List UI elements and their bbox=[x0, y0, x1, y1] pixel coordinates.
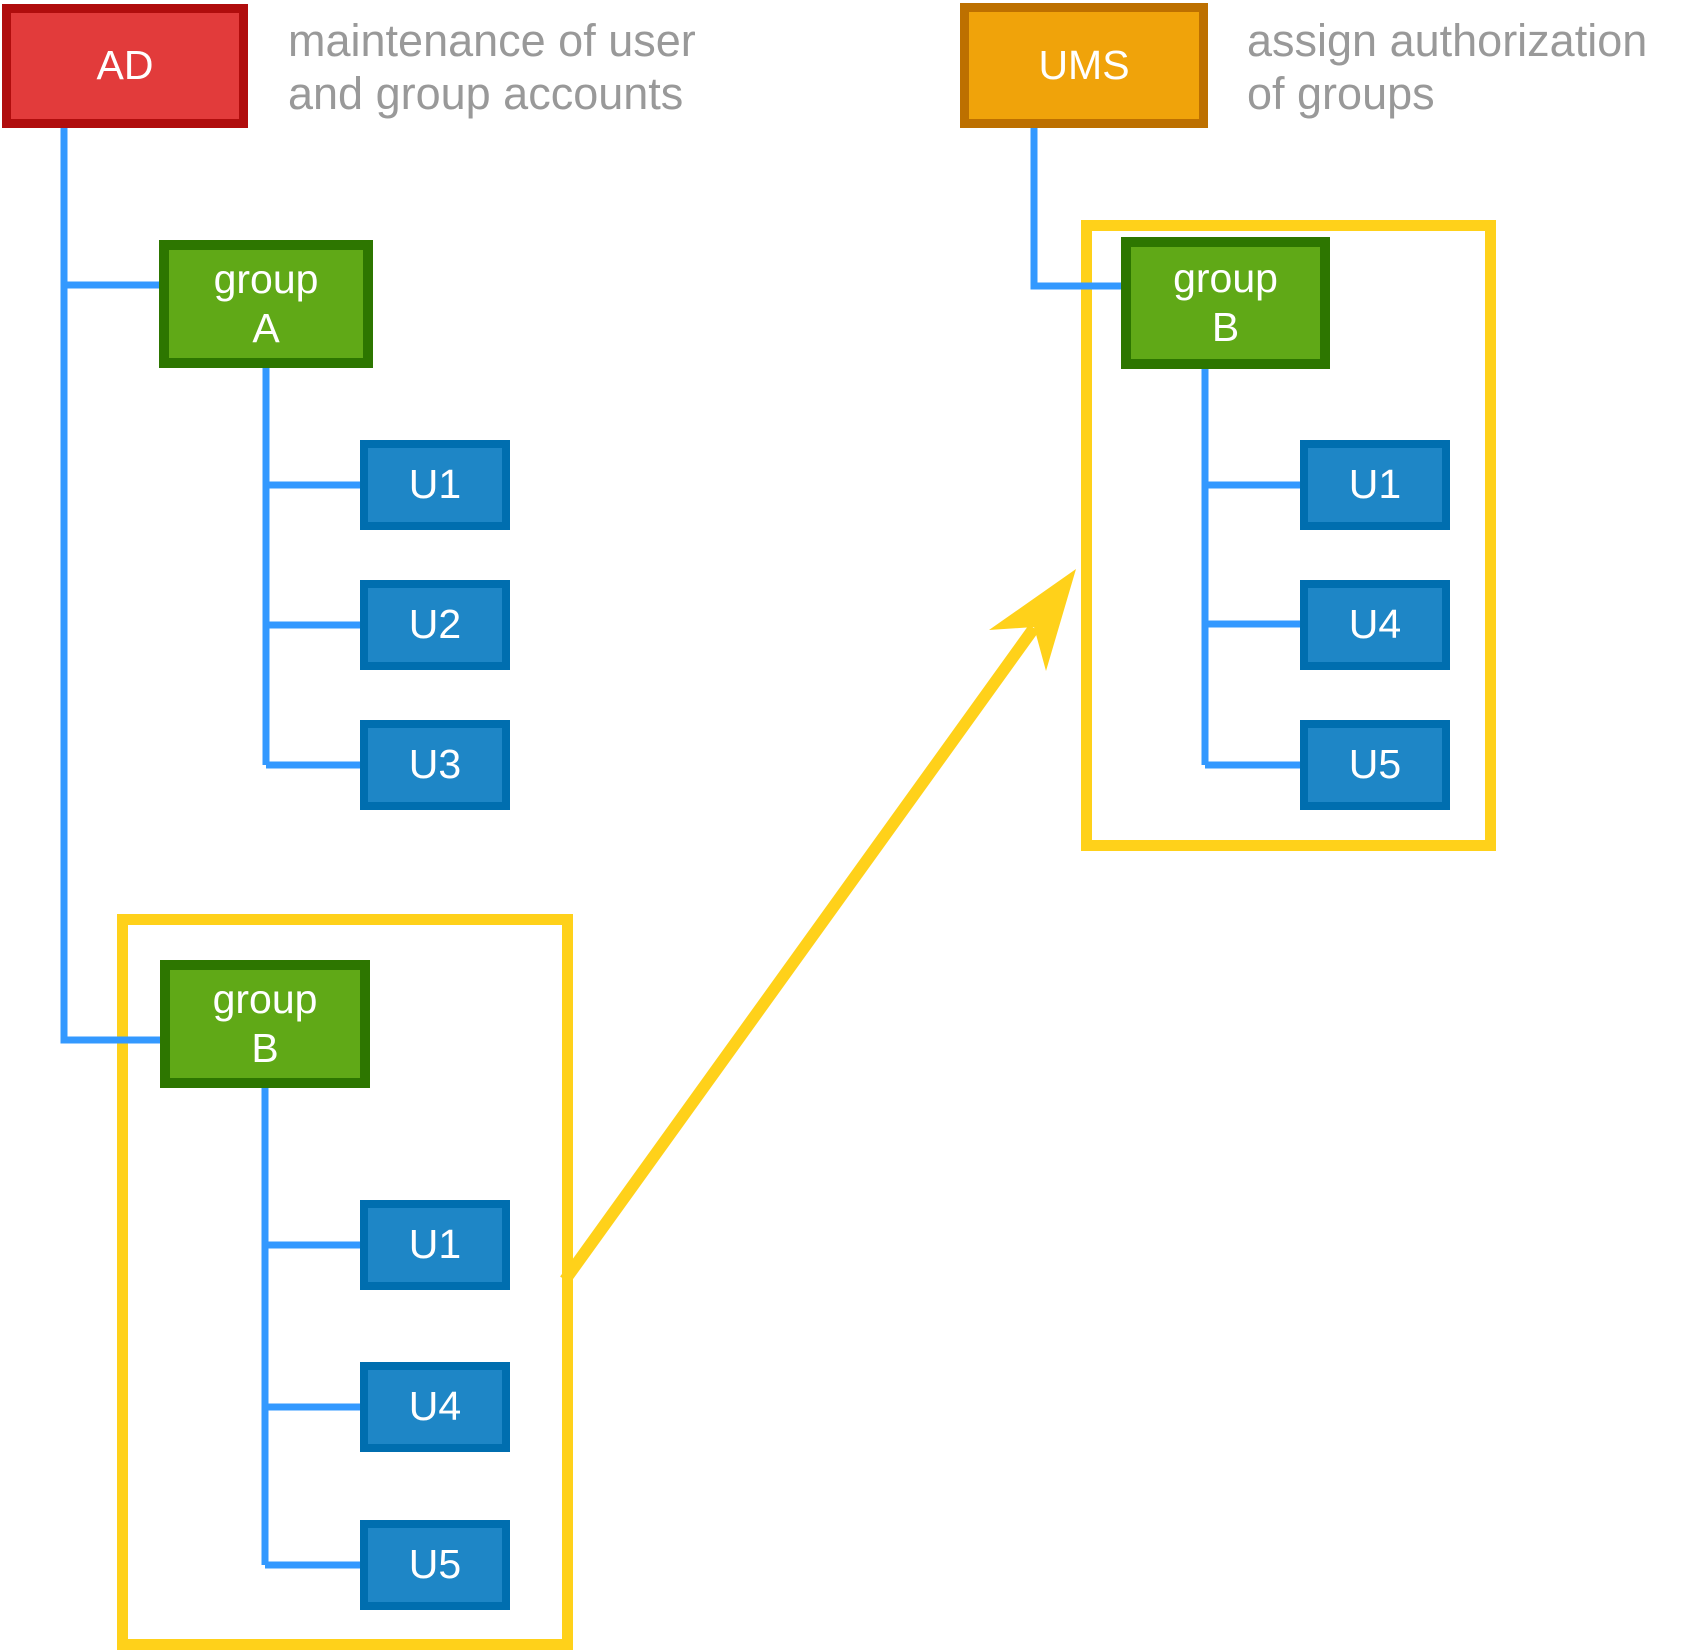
user-label: U4 bbox=[408, 1383, 462, 1430]
user-label: U1 bbox=[1348, 461, 1402, 508]
user-label: U4 bbox=[1348, 601, 1402, 648]
highlight-frame-group-b-ad bbox=[117, 914, 573, 1650]
group-a-box: group A bbox=[159, 240, 373, 368]
group-b-import-arrow-shaft bbox=[560, 624, 1039, 1284]
ad-note: maintenance of user and group accounts bbox=[288, 14, 696, 120]
user-label: U2 bbox=[408, 601, 462, 648]
ad-label: AD bbox=[96, 42, 154, 89]
edge-group-a-users bbox=[262, 368, 361, 769]
group-b-ad-label-line1: group bbox=[212, 975, 318, 1022]
edge-group-b-ad-users bbox=[261, 1088, 361, 1569]
ums-note: assign authorization of groups bbox=[1247, 14, 1647, 120]
ad-note-line2: and group accounts bbox=[288, 68, 684, 119]
user-box-group-b-ad-2: U5 bbox=[360, 1520, 510, 1610]
edge-ums-group-b bbox=[1030, 128, 1122, 290]
ums-label: UMS bbox=[1038, 41, 1130, 88]
user-box-group-b-ad-0: U1 bbox=[360, 1200, 510, 1290]
edge-group-b-ums-users bbox=[1201, 369, 1301, 769]
user-label: U1 bbox=[408, 1221, 462, 1268]
ums-box: UMS bbox=[960, 3, 1208, 128]
group-b-ums-box: group B bbox=[1121, 237, 1330, 369]
user-box-group-a-0: U1 bbox=[360, 440, 510, 530]
user-label: U5 bbox=[1348, 741, 1402, 788]
highlight-frame-group-b-ums bbox=[1081, 220, 1496, 851]
ums-note-line1: assign authorization bbox=[1247, 15, 1648, 66]
user-box-group-a-1: U2 bbox=[360, 580, 510, 670]
user-box-group-b-ums-2: U5 bbox=[1300, 720, 1450, 810]
group-a-label-line2: A bbox=[252, 305, 280, 351]
group-a-label-line1: group bbox=[213, 255, 319, 302]
user-label: U1 bbox=[408, 461, 462, 508]
group-b-ums-label-line2: B bbox=[1211, 304, 1240, 350]
group-b-ad-label-line2: B bbox=[251, 1025, 279, 1071]
user-label: U3 bbox=[408, 741, 462, 788]
ad-note-line1: maintenance of user bbox=[288, 15, 696, 66]
user-box-group-a-2: U3 bbox=[360, 720, 510, 810]
ums-note-line2: of groups bbox=[1247, 68, 1435, 119]
group-b-ad-box: group B bbox=[160, 960, 370, 1088]
group-b-ums-label-line1: group bbox=[1173, 254, 1278, 301]
user-box-group-b-ums-1: U4 bbox=[1300, 580, 1450, 670]
user-label: U5 bbox=[408, 1541, 462, 1588]
edge-ad-trunk bbox=[60, 128, 161, 1044]
ad-box: AD bbox=[2, 4, 248, 128]
group-b-import-arrow-head-icon bbox=[989, 569, 1076, 671]
user-box-group-b-ums-0: U1 bbox=[1300, 440, 1450, 530]
user-box-group-b-ad-1: U4 bbox=[360, 1362, 510, 1452]
